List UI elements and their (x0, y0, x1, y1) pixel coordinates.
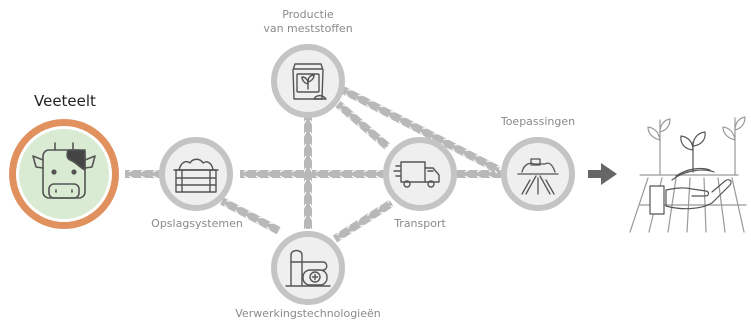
connector-storage-transport (240, 170, 390, 178)
node-storage (159, 137, 233, 211)
output-arrow (588, 163, 617, 185)
label-fertilizer: Productie van meststoffen (258, 8, 358, 36)
node-source (9, 119, 119, 229)
processing-tank-icon (285, 249, 331, 287)
field-lines (629, 174, 747, 233)
field-spreader-icon (517, 158, 559, 195)
connector-fertilizer-processing (304, 116, 312, 229)
label-fertilizer-line1: Productie (282, 8, 334, 21)
label-fertilizer-line2: van meststoffen (263, 22, 353, 35)
fertilizer-bag-icon (292, 63, 327, 100)
label-application: Toepassingen (500, 115, 576, 128)
connector-fertilizer-transport (335, 100, 390, 150)
node-application (501, 137, 575, 211)
connector-fertilizer-application (341, 86, 501, 174)
hand-with-plants-icon (629, 116, 747, 233)
connector-processing-transport (332, 199, 394, 243)
node-transport (383, 137, 457, 211)
sprout (680, 131, 706, 173)
back-plants (647, 116, 746, 176)
connector-source-storage (125, 170, 161, 178)
truck-icon (393, 161, 440, 188)
cow-icon (32, 142, 96, 199)
label-storage: Opslagsystemen (151, 217, 243, 230)
manure-storage-container-icon (173, 158, 219, 193)
connectors (125, 86, 502, 243)
label-source: Veeteelt (34, 92, 96, 110)
hand (649, 167, 732, 215)
connector-transport-application (449, 170, 502, 178)
label-transport: Transport (394, 217, 446, 230)
label-processing: Verwerkingstechnologieën (235, 307, 381, 320)
connector-storage-processing (220, 197, 281, 235)
node-fertilizer (271, 44, 345, 118)
node-processing (271, 231, 345, 305)
